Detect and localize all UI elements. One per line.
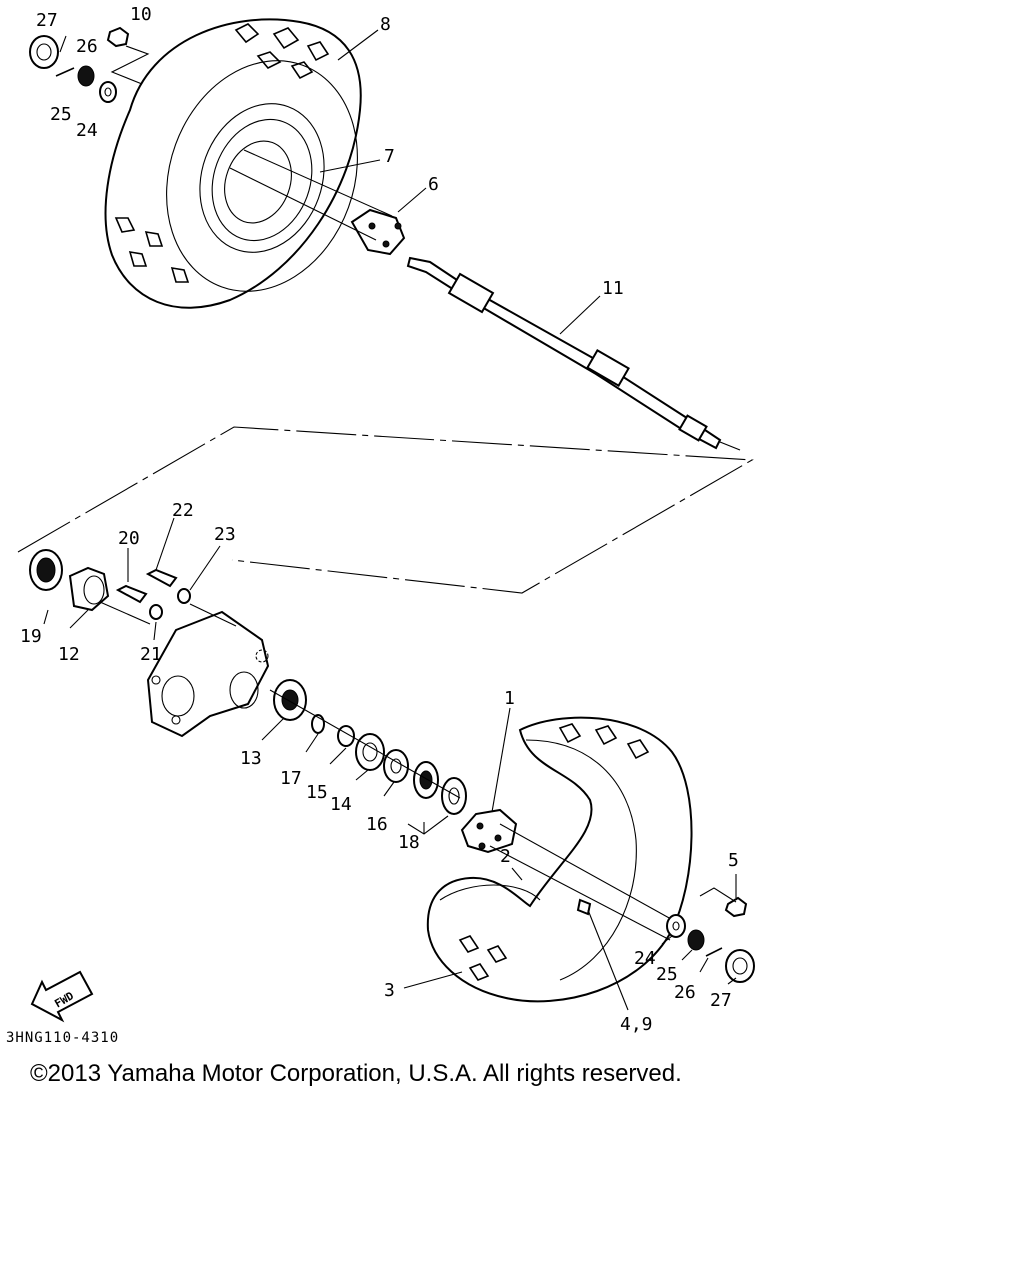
callout-1: 1: [504, 688, 515, 709]
callout-4-9: 4,9: [620, 1014, 653, 1035]
top-wheel: [29, 18, 406, 309]
callout-17: 17: [280, 768, 302, 789]
callout-27-top: 27: [36, 10, 58, 31]
callout-20: 20: [118, 528, 140, 549]
callout-19: 19: [20, 626, 42, 647]
callout-23: 23: [214, 524, 236, 545]
top-tire: [104, 18, 362, 309]
callout-6: 6: [428, 174, 439, 195]
bottom-tire: [426, 716, 693, 1003]
callout-25-bottom: 25: [656, 964, 678, 985]
callout-25-top: 25: [50, 104, 72, 125]
top-tread: [114, 23, 330, 283]
bottom-cotter-pin-26: [705, 947, 723, 957]
callout-7: 7: [384, 146, 395, 167]
bottom-nut-5: [724, 896, 748, 918]
copyright-notice: ©2013 Yamaha Motor Corporation, U.S.A. A…: [30, 1060, 682, 1087]
callout-3: 3: [384, 980, 395, 1001]
callout-21: 21: [140, 644, 162, 665]
bearing-12: [68, 566, 110, 612]
bottom-nut-25: [687, 929, 705, 951]
top-cotter-pin-26: [55, 67, 75, 77]
callout-12: 12: [58, 644, 80, 665]
fwd-arrow: FWD: [30, 970, 94, 1023]
top-rim-mid: [211, 118, 313, 242]
gear-case: [146, 610, 270, 738]
bottom-hub-1: [460, 808, 518, 854]
oil-seal-18a: [413, 761, 439, 799]
callout-26-top: 26: [76, 36, 98, 57]
callout-10: 10: [130, 4, 152, 25]
washer-23: [177, 588, 191, 604]
leader-lines: [43, 29, 737, 1011]
callout-26-bottom: 26: [674, 982, 696, 1003]
washer-21: [149, 604, 163, 620]
top-nut-25: [77, 65, 95, 87]
callout-8: 8: [380, 14, 391, 35]
callout-22: 22: [172, 500, 194, 521]
top-nut-10: [106, 26, 130, 48]
callout-labels: 27 10 26 25 24 8 7 6 11 22 20 23 19 12 2…: [20, 4, 739, 1035]
top-nut-cap-27: [29, 35, 59, 69]
bolt-20: [115, 584, 148, 604]
top-rim-inner: [224, 140, 292, 224]
bolt-22: [145, 568, 178, 588]
oil-seal-18b: [441, 777, 467, 815]
oil-seal-19: [29, 549, 63, 591]
callout-2: 2: [500, 846, 511, 867]
reference-frame: [17, 426, 754, 594]
top-hub-6: [350, 208, 406, 256]
diagram-code: 3HNG110-4310: [6, 1030, 120, 1046]
callout-18: 18: [398, 832, 420, 853]
axle-11: [406, 256, 741, 451]
bottom-nut-cap-27: [725, 949, 755, 983]
parts-diagram: FWD 27 10 26 25 24 8 7: [17, 4, 755, 1035]
bottom-washer-24: [666, 914, 686, 938]
bottom-stud-4-9: [576, 898, 592, 916]
callout-16: 16: [366, 814, 388, 835]
top-washer-24: [99, 81, 117, 103]
callout-27-bottom: 27: [710, 990, 732, 1011]
callout-11: 11: [602, 278, 624, 299]
callout-13: 13: [240, 748, 262, 769]
callout-24-top: 24: [76, 120, 98, 141]
bottom-tread: [458, 723, 650, 981]
oil-seal-13: [273, 679, 307, 721]
callout-5: 5: [728, 850, 739, 871]
callout-15: 15: [306, 782, 328, 803]
bottom-wheel: [426, 716, 693, 1003]
top-tire-sidewall: [166, 60, 358, 292]
top-rim-outer: [199, 103, 325, 253]
callout-24-bottom: 24: [634, 948, 656, 969]
callout-14: 14: [330, 794, 352, 815]
